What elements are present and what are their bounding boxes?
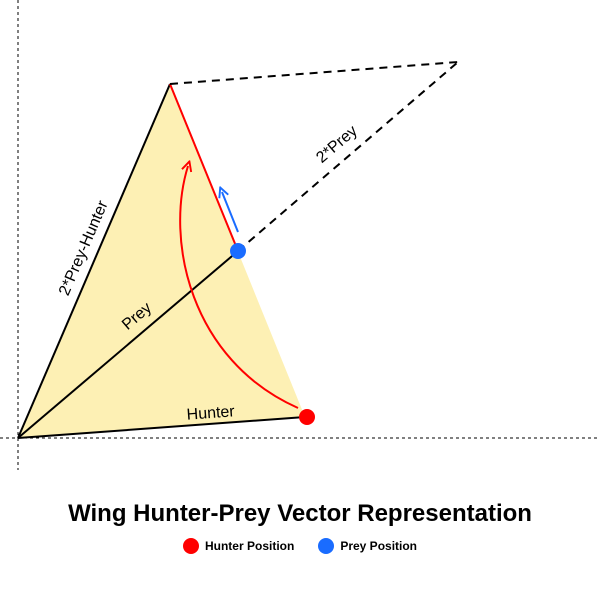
legend-label-prey: Prey Position	[340, 539, 418, 553]
two-prey-minus-hunter-vector	[17, 83, 171, 439]
top-dashed-line	[169, 61, 459, 85]
legend-label-hunter: Hunter Position	[204, 539, 295, 553]
legend-item-prey: Prey Position	[318, 538, 417, 554]
hunter-vector	[17, 416, 306, 439]
hunter-label: Hunter	[186, 403, 236, 424]
triangle-region	[18, 84, 305, 438]
legend-item-hunter: Hunter Position	[182, 538, 295, 554]
legend: Hunter Position Prey Position	[0, 538, 600, 554]
hunter-legend-marker	[182, 538, 199, 554]
prey-direction-arrow	[222, 192, 239, 233]
prey-legend-marker	[318, 538, 335, 554]
prey-vector	[17, 250, 239, 439]
diagram-title: Wing Hunter-Prey Vector Representation	[68, 500, 532, 527]
hunter-trajectory-arrow	[179, 166, 299, 409]
prey-position-point	[230, 243, 246, 259]
two-prey-label: 2*Prey	[313, 123, 361, 167]
red-edge-segment	[169, 83, 239, 252]
two-prey-dashed-line	[237, 61, 459, 252]
hunter-position-point	[299, 409, 315, 425]
